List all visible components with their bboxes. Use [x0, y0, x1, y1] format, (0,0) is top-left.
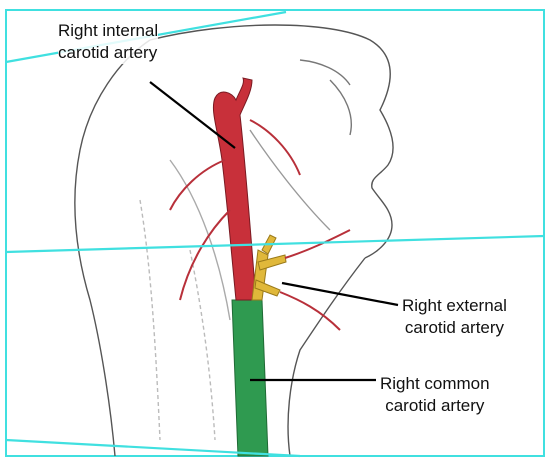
label-external-line1: Right external — [402, 295, 507, 317]
common-carotid-artery — [232, 300, 268, 456]
label-right-internal-carotid: Right internal carotid artery — [58, 20, 158, 64]
label-right-common-carotid: Right common carotid artery — [380, 373, 490, 417]
label-internal-line1: Right internal — [58, 20, 158, 42]
internal-carotid-artery — [213, 78, 256, 300]
label-external-line2: carotid artery — [402, 317, 507, 339]
label-right-external-carotid: Right external carotid artery — [402, 295, 507, 339]
label-internal-line2: carotid artery — [58, 42, 158, 64]
label-common-line2: carotid artery — [380, 395, 490, 417]
label-common-line1: Right common — [380, 373, 490, 395]
label-pointers — [150, 82, 398, 380]
